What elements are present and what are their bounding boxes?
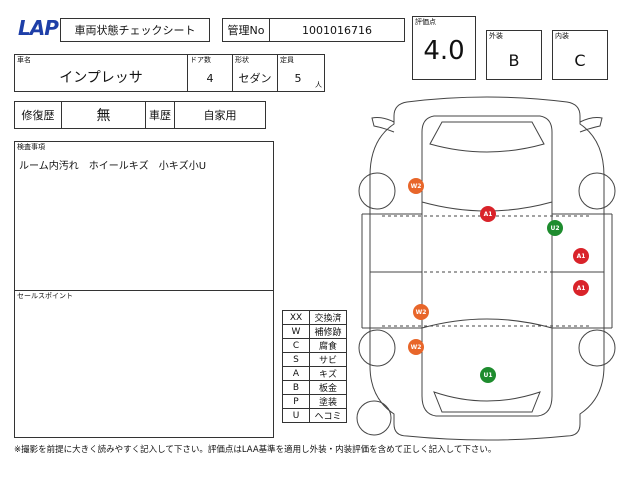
legend-meaning-6: 塗装 <box>309 394 347 409</box>
legend-code-1: W <box>282 324 310 339</box>
doors-label: ドア数 <box>190 56 211 64</box>
doors-value: 4 <box>206 71 214 85</box>
body-type-label: 形状 <box>235 56 249 64</box>
legend-code-7: U <box>282 408 310 423</box>
footer-note: ※撮影を前提に大きく読みやすく記入して下さい。評価点はLAA基準を適用し外装・内… <box>14 445 497 455</box>
inspection-label: 検査事項 <box>17 143 45 151</box>
legend-meaning-7: ヘコミ <box>309 408 347 423</box>
management-no-value: 1001016716 <box>302 23 372 37</box>
score-label: 評価点 <box>415 18 436 26</box>
legend-code-4: A <box>282 366 310 381</box>
damage-marker-trunk: U1 <box>480 367 496 383</box>
sheet-title: 車両状態チェックシート <box>74 24 196 37</box>
damage-marker-left-rear-door: W2 <box>413 304 429 320</box>
body-type-box: 形状 セダン <box>232 54 278 92</box>
capacity-unit: 人 <box>315 81 322 89</box>
repair-history-value: 無 <box>96 108 111 124</box>
usage-history-value-box: 自家用 <box>174 101 266 129</box>
usage-history-label: 車歴 <box>149 109 171 122</box>
exterior-value: B <box>508 50 520 70</box>
repair-history-label-box: 修復歴 <box>14 101 62 129</box>
legend-meaning-5: 板金 <box>309 380 347 395</box>
legend-code-2: C <box>282 338 310 353</box>
usage-history-label-box: 車歴 <box>145 101 175 129</box>
exterior-label: 外装 <box>489 32 503 40</box>
sales-point-box: セールスポイント <box>14 290 274 438</box>
damage-marker-front-left-fender: W2 <box>408 178 424 194</box>
exterior-grade-box: 外装 B <box>486 30 542 80</box>
usage-history-value: 自家用 <box>203 109 237 122</box>
legend-code-3: S <box>282 352 310 367</box>
inspection-text: ルーム内汚れ ホイールキズ 小キズ小U <box>19 161 207 172</box>
damage-marker-left-rear-fender: W2 <box>408 339 424 355</box>
legend-code-0: XX <box>282 310 310 325</box>
legend-code-5: B <box>282 380 310 395</box>
sales-point-label: セールスポイント <box>17 292 73 300</box>
repair-history-label: 修復歴 <box>21 109 55 122</box>
vehicle-name-label: 車名 <box>17 56 31 64</box>
doors-box: ドア数 4 <box>187 54 233 92</box>
damage-marker-right-door-upper: A1 <box>573 248 589 264</box>
legend-meaning-2: 腐食 <box>309 338 347 353</box>
management-no-label-box: 管理No <box>222 18 270 42</box>
legend-meaning-0: 交換済 <box>309 310 347 325</box>
interior-label: 内装 <box>555 32 569 40</box>
damage-marker-right-door-lower: A1 <box>573 280 589 296</box>
interior-grade-box: 内装 C <box>552 30 608 80</box>
vehicle-name-box: 車名 インプレッサ <box>14 54 188 92</box>
vehicle-name-value: インプレッサ <box>59 70 143 86</box>
management-no-label: 管理No <box>227 24 265 37</box>
sheet-title-box: 車両状態チェックシート <box>60 18 210 42</box>
legend-code-6: P <box>282 394 310 409</box>
capacity-label: 定員 <box>280 56 294 64</box>
score-box: 評価点 4.0 <box>412 16 476 80</box>
score-value: 4.0 <box>423 36 465 66</box>
inspection-notes-box: 検査事項 ルーム内汚れ ホイールキズ 小キズ小U <box>14 141 274 291</box>
management-no-value-box: 1001016716 <box>269 18 405 42</box>
interior-value: C <box>574 50 586 70</box>
lap-logo: LAP <box>18 16 59 40</box>
damage-marker-roof: A1 <box>480 206 496 222</box>
legend-meaning-1: 補修跡 <box>309 324 347 339</box>
capacity-value: 5 <box>294 71 302 85</box>
legend-meaning-3: サビ <box>309 352 347 367</box>
damage-marker-right-front-door: U2 <box>547 220 563 236</box>
legend-meaning-4: キズ <box>309 366 347 381</box>
car-diagram <box>356 96 616 441</box>
body-type-value: セダン <box>238 72 272 85</box>
capacity-box: 定員 5 人 <box>277 54 325 92</box>
repair-history-value-box: 無 <box>61 101 146 129</box>
